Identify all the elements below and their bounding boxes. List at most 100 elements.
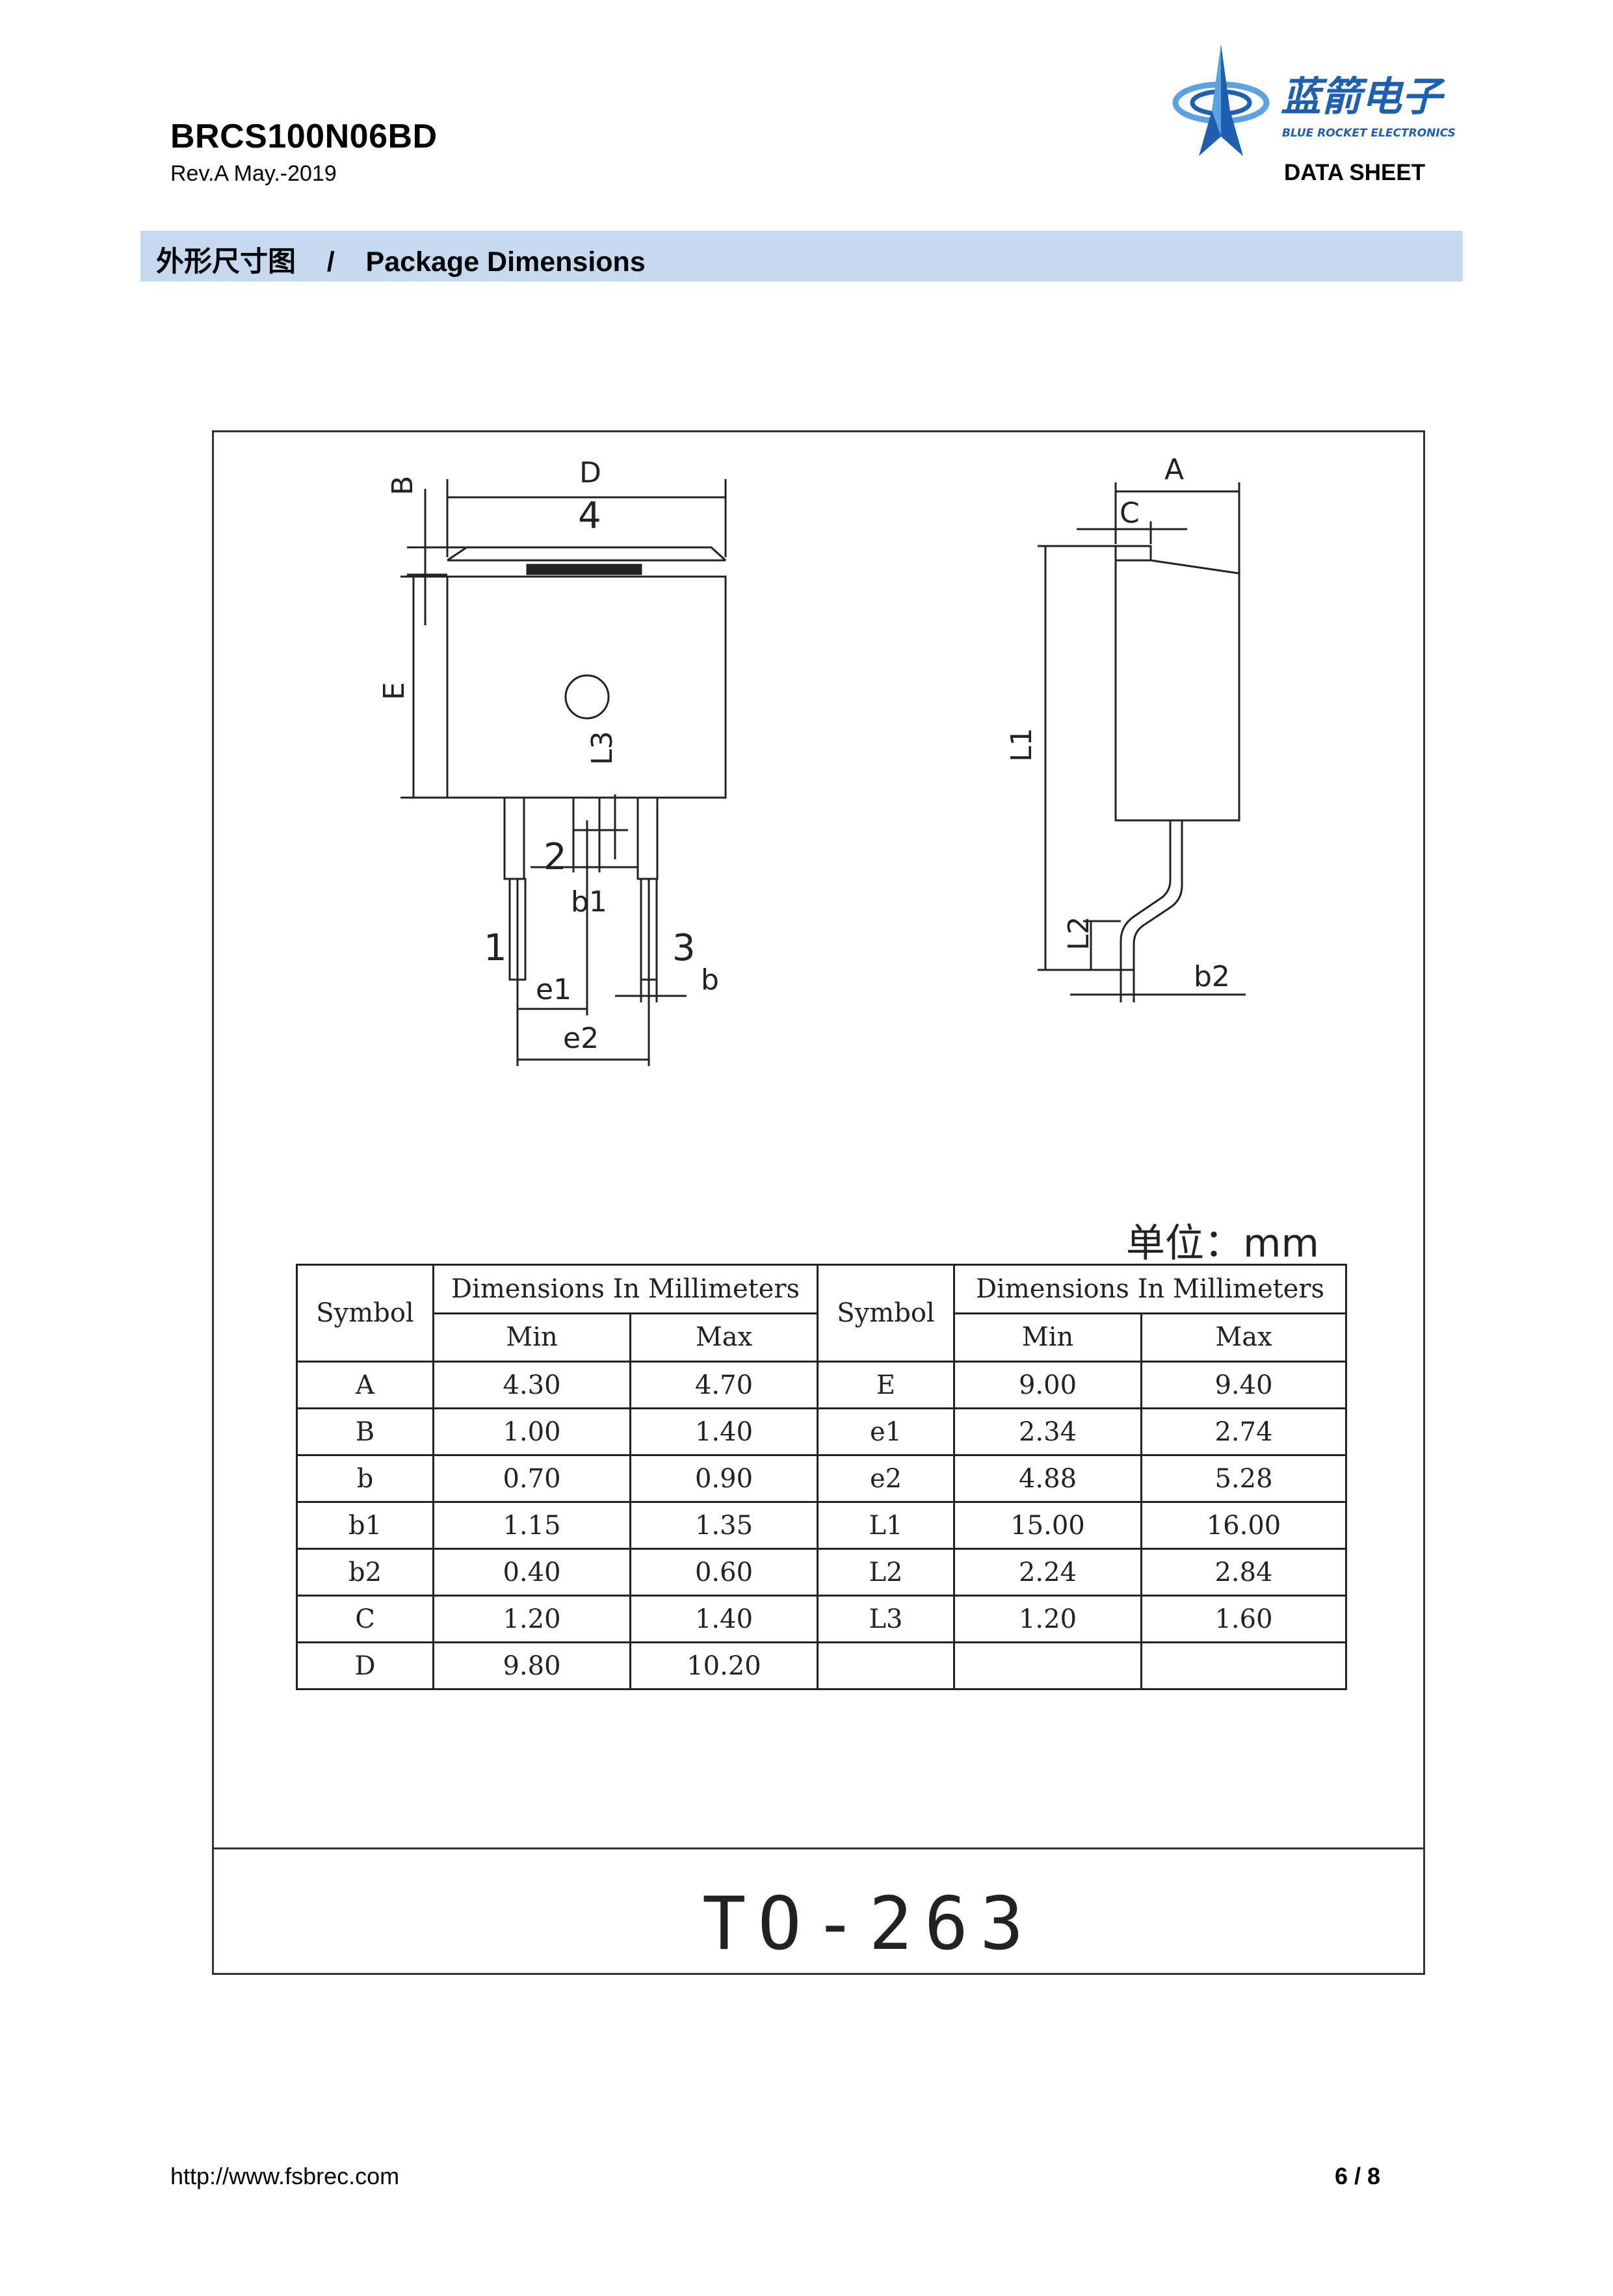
section-title-en: Package Dimensions	[365, 246, 646, 278]
min-cell: 4.88	[953, 1454, 1142, 1503]
max-cell	[1140, 1641, 1347, 1690]
min-cell: 1.20	[953, 1595, 1142, 1643]
symbol-cell: C	[296, 1595, 434, 1643]
section-separator: /	[326, 246, 335, 278]
max-cell: 0.90	[629, 1454, 819, 1503]
max-cell: 5.28	[1140, 1454, 1347, 1503]
label-pin-3: 3	[672, 927, 696, 969]
symbol-cell: L3	[817, 1595, 955, 1643]
min-cell: 0.70	[432, 1454, 631, 1503]
mounting-hole	[564, 674, 610, 720]
min-cell: 1.00	[432, 1407, 631, 1456]
symbol-cell: B	[296, 1407, 434, 1456]
symbol-cell: b2	[296, 1548, 434, 1597]
unit-label: 单位：mm	[1126, 1221, 1319, 1266]
table-row: B 1.00 1.40 e1 2.34 2.74	[296, 1407, 1347, 1456]
section-bar	[140, 231, 1463, 281]
rocket-orbit-logo-icon	[1172, 44, 1270, 156]
label-e1: e1	[536, 973, 571, 1006]
logo-name-en: BLUE ROCKET ELECTRONICS	[1282, 127, 1456, 140]
table-subheader-row: Min Max Min Max	[297, 1312, 1347, 1363]
symbol-cell: D	[296, 1641, 434, 1690]
label-e2: e2	[563, 1022, 599, 1055]
company-logo: 蓝箭电子 BLUE ROCKET ELECTRONICS	[1170, 39, 1469, 163]
table-row: D 9.80 10.20	[296, 1641, 1347, 1690]
tab-top-outline	[447, 546, 727, 562]
symbol-header: Symbol	[817, 1264, 955, 1363]
drawing-frame	[212, 430, 1425, 1975]
logo-name-cn: 蓝箭电子	[1281, 73, 1445, 120]
min-cell: 1.15	[432, 1501, 631, 1550]
symbol-cell: b1	[296, 1501, 434, 1550]
min-cell: 2.34	[953, 1407, 1142, 1456]
label-b1: b1	[571, 885, 607, 919]
label-l2: L2	[1062, 916, 1095, 950]
dimensions-header: Dimensions In Millimeters	[953, 1264, 1347, 1314]
min-cell	[953, 1641, 1142, 1690]
label-pin-1: 1	[484, 927, 507, 969]
max-cell: 9.40	[1140, 1361, 1347, 1409]
section-title-cn: 外形尺寸图	[156, 246, 296, 278]
symbol-cell: L1	[817, 1501, 955, 1550]
min-cell: 4.30	[432, 1361, 631, 1409]
side-lead	[1120, 820, 1183, 971]
min-cell: 2.24	[953, 1548, 1142, 1597]
min-cell: 1.20	[432, 1595, 631, 1643]
dimensions-header: Dimensions In Millimeters	[432, 1264, 819, 1314]
side-body-outline	[1114, 545, 1240, 822]
symbol-header: Symbol	[296, 1264, 434, 1363]
max-cell: 2.84	[1140, 1548, 1347, 1597]
min-cell: 9.80	[432, 1641, 631, 1690]
dimension-table: Symbol Dimensions In Millimeters Symbol …	[296, 1264, 1347, 1690]
max-cell: 0.60	[629, 1548, 819, 1597]
table-row: b 0.70 0.90 e2 4.88 5.28	[296, 1454, 1347, 1503]
footer-url[interactable]: http://www.fsbrec.com	[170, 2163, 400, 2189]
label-a: A	[1164, 453, 1184, 486]
data-sheet-label: DATA SHEET	[1284, 160, 1426, 185]
max-cell: 1.40	[629, 1595, 819, 1643]
label-l1: L1	[1005, 727, 1038, 762]
page-number: 6 / 8	[1335, 2163, 1381, 2189]
tab-mark	[526, 564, 642, 575]
label-e: E	[378, 682, 411, 700]
max-cell: 10.20	[629, 1641, 819, 1690]
symbol-cell: A	[296, 1361, 434, 1409]
max-cell: 1.35	[629, 1501, 819, 1550]
table-row: b1 1.15 1.35 L1 15.00 16.00	[296, 1501, 1347, 1550]
side-view: A C L1 L2 b2	[1005, 453, 1246, 1002]
front-view: D 4 B E L3 2 b1 1 3 b e1 e2	[378, 456, 727, 1066]
label-c: C	[1120, 497, 1140, 530]
table-header-row: Symbol Dimensions In Millimeters Symbol …	[296, 1264, 1347, 1363]
package-name: TO-263	[702, 1882, 1036, 1966]
label-d: D	[579, 456, 601, 489]
max-cell: 1.60	[1140, 1595, 1347, 1643]
section-title: 外形尺寸图 / Package Dimensions	[156, 239, 646, 280]
table-row: b2 0.40 0.60 L2 2.24 2.84	[296, 1548, 1347, 1597]
label-b2: b2	[1194, 960, 1230, 993]
label-pin-2: 2	[544, 836, 567, 878]
min-header: Min	[432, 1312, 631, 1363]
symbol-cell: e1	[817, 1407, 955, 1456]
label-tab-4: 4	[578, 495, 601, 537]
revision-text: Rev.A May.-2019	[170, 161, 337, 186]
max-cell: 16.00	[1140, 1501, 1347, 1550]
max-cell: 2.74	[1140, 1407, 1347, 1456]
table-row: C 1.20 1.40 L3 1.20 1.60	[296, 1595, 1347, 1643]
min-cell: 9.00	[953, 1361, 1142, 1409]
label-b: B	[386, 476, 419, 495]
pin-3	[636, 796, 659, 981]
table-row: A 4.30 4.70 E 9.00 9.40	[296, 1361, 1347, 1409]
symbol-cell: L2	[817, 1548, 955, 1597]
symbol-cell: b	[296, 1454, 434, 1503]
pin-1	[503, 796, 527, 981]
part-number: BRCS100N06BD	[170, 118, 438, 155]
package-drawing: D 4 B E L3 2 b1 1 3 b e1 e2	[212, 430, 1425, 1275]
min-header: Min	[953, 1312, 1142, 1363]
min-cell: 0.40	[432, 1548, 631, 1597]
max-cell: 1.40	[629, 1407, 819, 1456]
symbol-cell: e2	[817, 1454, 955, 1503]
max-header: Max	[1140, 1312, 1347, 1363]
max-cell: 4.70	[629, 1361, 819, 1409]
symbol-cell	[817, 1641, 955, 1690]
max-header: Max	[629, 1312, 819, 1363]
